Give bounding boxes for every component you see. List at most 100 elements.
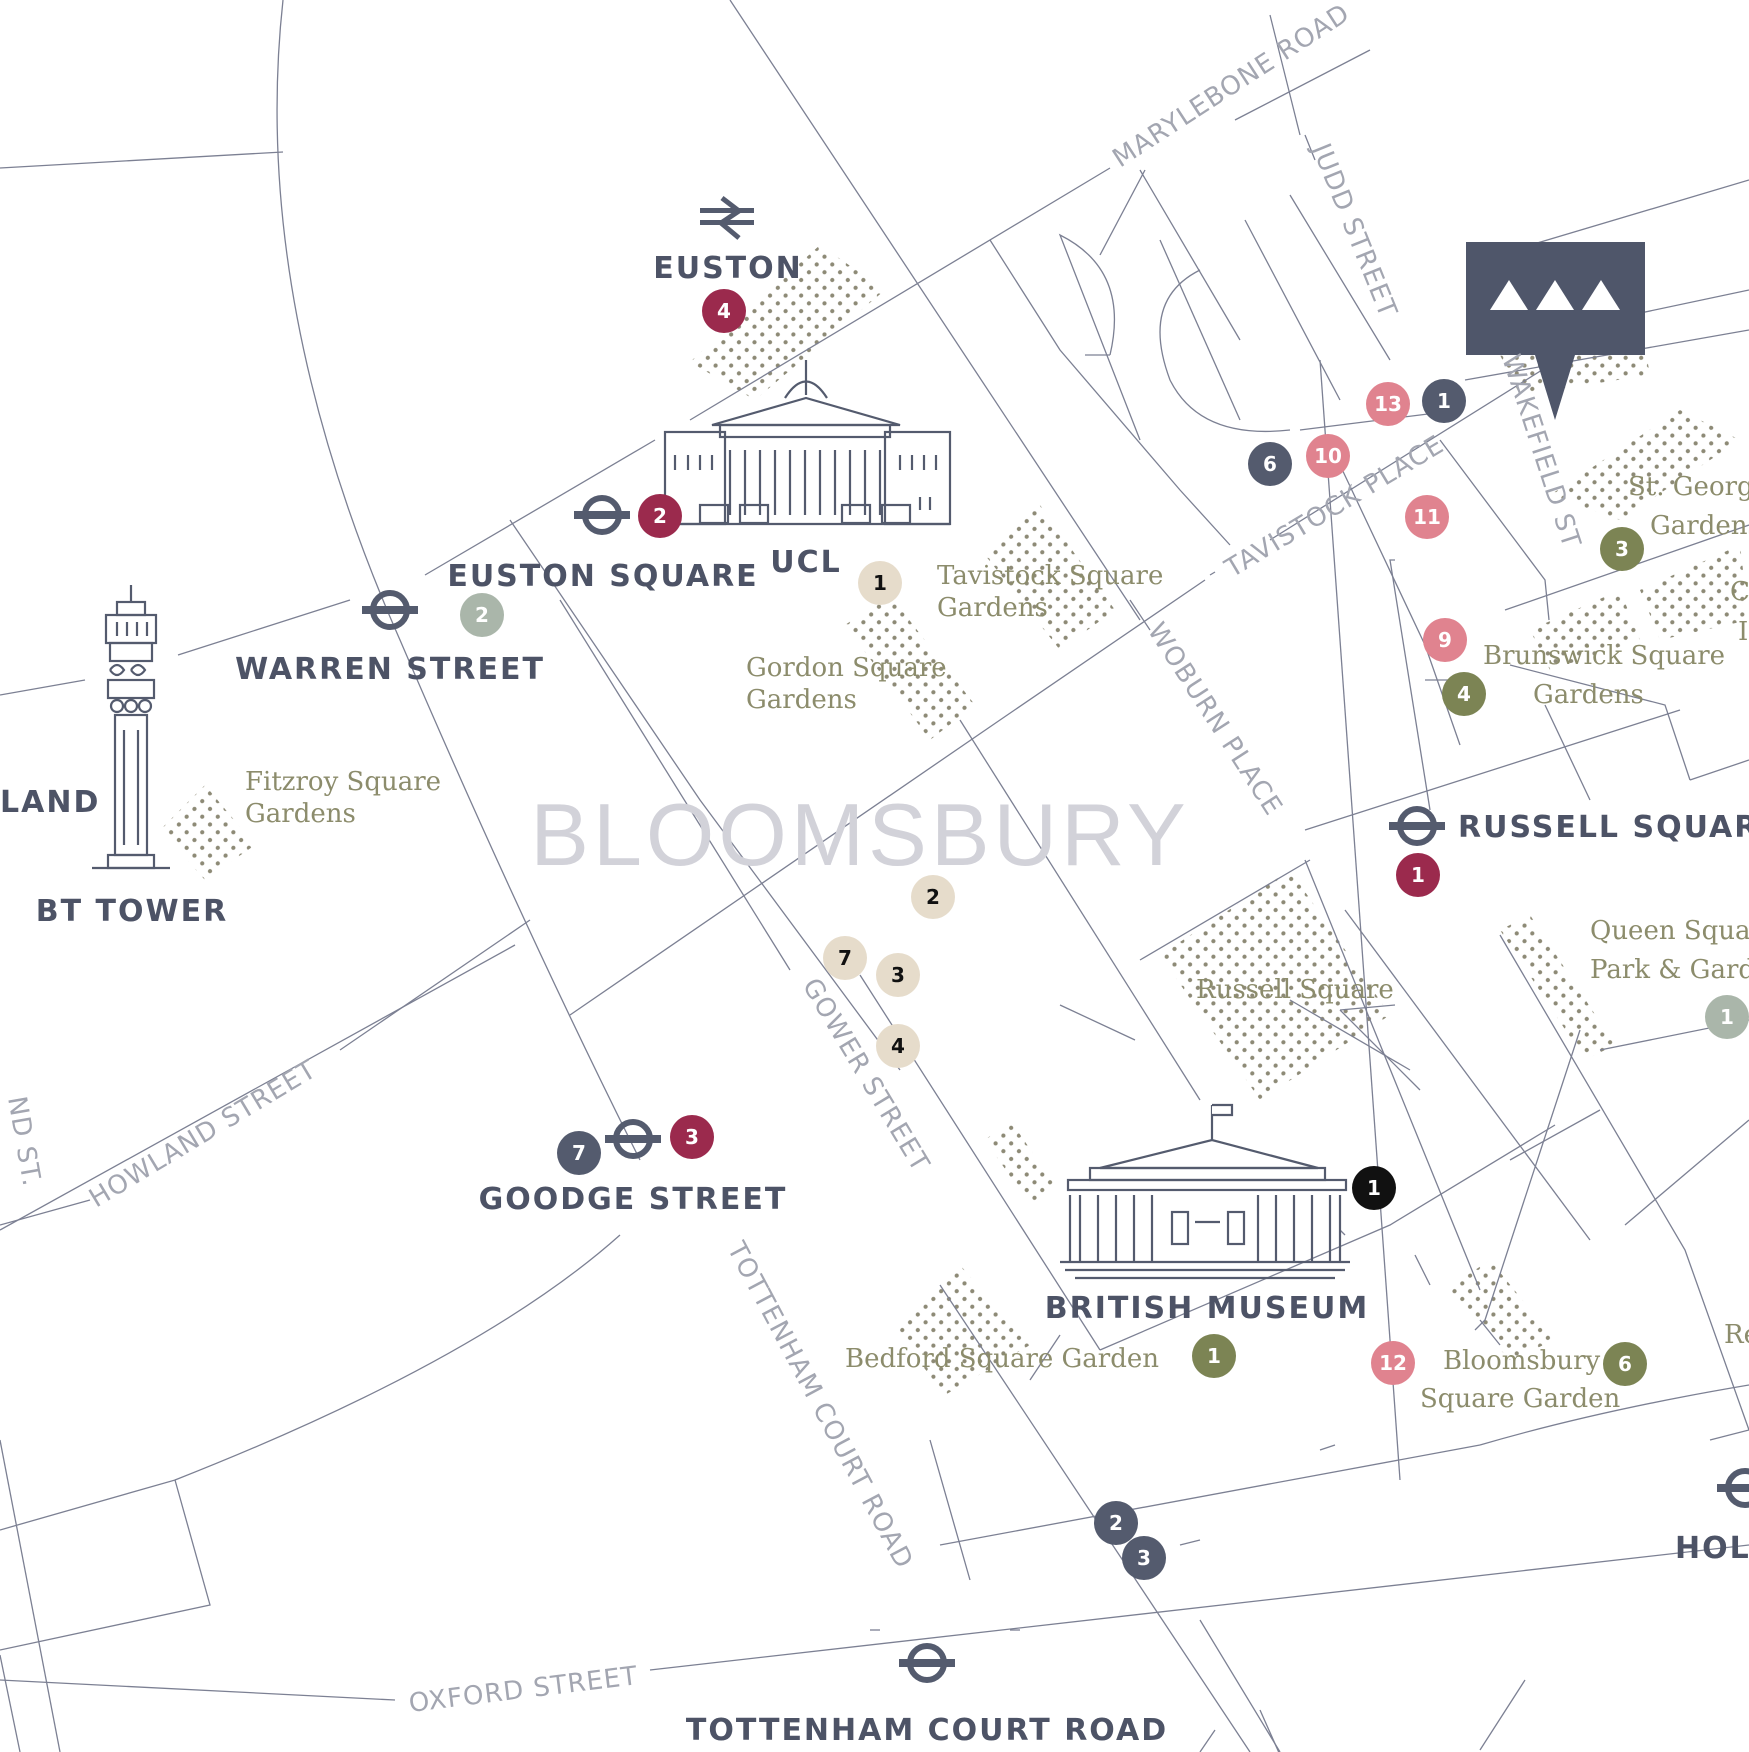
svg-text:2: 2 xyxy=(475,603,489,627)
svg-text:2: 2 xyxy=(1109,1511,1123,1535)
bt-tower-icon xyxy=(92,585,170,870)
park-label-fitzroy-2: Gardens xyxy=(245,799,356,829)
map-marker[interactable]: 1 xyxy=(858,561,902,605)
underground-roundel-icon xyxy=(1389,806,1445,846)
station-label-warren-street[interactable]: WARREN STREET xyxy=(235,652,545,687)
svg-text:1: 1 xyxy=(873,571,887,595)
station-label-russell-square[interactable]: RUSSELL SQUARE xyxy=(1458,810,1749,845)
svg-text:3: 3 xyxy=(685,1125,699,1149)
svg-text:7: 7 xyxy=(572,1141,586,1165)
park-area-gower-small xyxy=(985,1120,1055,1205)
station-label-ucl[interactable]: UCL xyxy=(770,545,842,580)
svg-text:4: 4 xyxy=(1457,682,1471,706)
park-area-bloomsbury xyxy=(1445,1260,1555,1360)
area-label: BLOOMSBURY xyxy=(530,785,1189,884)
ucl-building-icon xyxy=(660,360,952,526)
park-area-brunswick xyxy=(1530,590,1640,670)
map-marker[interactable]: 7 xyxy=(557,1131,601,1175)
map-marker[interactable]: 6 xyxy=(1248,442,1292,486)
station-label-goodge-street[interactable]: GOODGE STREET xyxy=(479,1182,788,1217)
map-marker[interactable]: 7 xyxy=(823,936,867,980)
station-label-british-museum[interactable]: BRITISH MUSEUM xyxy=(1045,1291,1369,1326)
museum-building-icon xyxy=(1060,1103,1350,1280)
map-marker[interactable]: 2 xyxy=(460,593,504,637)
park-label-fragment-c-2: I xyxy=(1738,617,1748,647)
park-label-gordon-2: Gardens xyxy=(746,685,857,715)
park-area-tavistock xyxy=(985,505,1115,650)
park-area-queen xyxy=(1500,915,1615,1060)
svg-text:3: 3 xyxy=(1137,1546,1151,1570)
underground-roundel-icon xyxy=(362,590,418,630)
park-area-euston xyxy=(690,245,885,400)
park-labels: Tavistock Square Gardens Gordon Square G… xyxy=(245,472,1749,1414)
park-label-russell: Russell Square xyxy=(1196,975,1394,1005)
map-marker[interactable]: 4 xyxy=(876,1024,920,1068)
svg-text:11: 11 xyxy=(1413,505,1441,529)
triple-peak-logo-icon xyxy=(1490,280,1620,310)
park-area-bedford xyxy=(895,1265,1030,1395)
map-marker[interactable]: 13 xyxy=(1366,382,1410,426)
map-marker[interactable]: 3 xyxy=(1122,1536,1166,1580)
station-label-holborn-fragment[interactable]: HOL xyxy=(1675,1531,1749,1566)
location-pin[interactable] xyxy=(1466,242,1645,420)
map-marker[interactable]: 1 xyxy=(1352,1166,1396,1210)
svg-text:1: 1 xyxy=(1720,1005,1734,1029)
svg-text:9: 9 xyxy=(1438,628,1452,652)
station-label-euston[interactable]: EUSTON xyxy=(653,251,803,286)
map-marker[interactable]: 1 xyxy=(1422,379,1466,423)
park-label-brunswick-1: Brunswick Square xyxy=(1483,641,1725,671)
numbered-markers: 4 2 3 1 2 1 1 2 7 3 4 7 1 6 2 3 13 10 11… xyxy=(460,289,1749,1580)
svg-text:13: 13 xyxy=(1374,392,1402,416)
park-label-queen-2: Park & Garden xyxy=(1590,955,1749,985)
park-label-bedford: Bedford Square Garden xyxy=(845,1344,1159,1374)
map-marker[interactable]: 3 xyxy=(876,953,920,997)
underground-roundel-icon xyxy=(899,1643,955,1683)
park-label-tavistock-1: Tavistock Square xyxy=(937,561,1163,591)
map-marker[interactable]: 2 xyxy=(911,875,955,919)
underground-roundel-icon xyxy=(574,495,630,535)
park-label-tavistock-2: Gardens xyxy=(937,593,1048,623)
svg-text:12: 12 xyxy=(1379,1351,1407,1375)
map-marker[interactable]: 3 xyxy=(1600,527,1644,571)
svg-text:10: 10 xyxy=(1314,444,1342,468)
map-marker[interactable]: 4 xyxy=(1442,672,1486,716)
station-label-euston-square[interactable]: EUSTON SQUARE xyxy=(447,559,758,594)
park-area-russell xyxy=(1160,870,1390,1100)
svg-text:2: 2 xyxy=(653,504,667,528)
map-marker[interactable]: 1 xyxy=(1192,1334,1236,1378)
underground-roundel-icon xyxy=(1717,1468,1749,1508)
map-marker[interactable]: 1 xyxy=(1705,995,1749,1039)
svg-text:7: 7 xyxy=(838,946,852,970)
map-marker[interactable]: 11 xyxy=(1405,495,1449,539)
station-label-tottenham-court-road[interactable]: TOTTENHAM COURT ROAD xyxy=(686,1713,1168,1748)
rail-icon xyxy=(700,196,754,240)
map-marker[interactable]: 2 xyxy=(1094,1501,1138,1545)
svg-text:6: 6 xyxy=(1618,1352,1632,1376)
map-marker[interactable]: 6 xyxy=(1603,1342,1647,1386)
map-marker[interactable]: 9 xyxy=(1423,618,1467,662)
svg-text:1: 1 xyxy=(1411,863,1425,887)
map-marker[interactable]: 10 xyxy=(1306,434,1350,478)
map-marker[interactable]: 3 xyxy=(670,1115,714,1159)
svg-text:1: 1 xyxy=(1367,1176,1381,1200)
map-marker[interactable]: 12 xyxy=(1371,1341,1415,1385)
park-label-fitzroy-1: Fitzroy Square xyxy=(245,767,441,797)
station-label-bt-tower[interactable]: BT TOWER xyxy=(36,894,228,929)
station-labels: EUSTON EUSTON SQUARE UCL WARREN STREET B… xyxy=(0,251,1749,1748)
svg-text:2: 2 xyxy=(926,885,940,909)
map-marker[interactable]: 1 xyxy=(1396,853,1440,897)
map-marker[interactable]: 2 xyxy=(638,494,682,538)
map-marker[interactable]: 4 xyxy=(702,289,746,333)
park-area-stgeorge xyxy=(1550,410,1740,520)
park-label-queen-1: Queen Square xyxy=(1590,916,1749,946)
station-label-portland-fragment[interactable]: LAND xyxy=(0,785,100,820)
svg-text:3: 3 xyxy=(1615,537,1629,561)
park-label-stgeorge-2: Gardens xyxy=(1650,511,1749,541)
svg-text:4: 4 xyxy=(717,299,731,323)
svg-text:3: 3 xyxy=(891,963,905,987)
park-area-fitzroy xyxy=(160,785,255,880)
park-areas xyxy=(160,245,1749,1395)
park-area-east xyxy=(1640,545,1749,640)
